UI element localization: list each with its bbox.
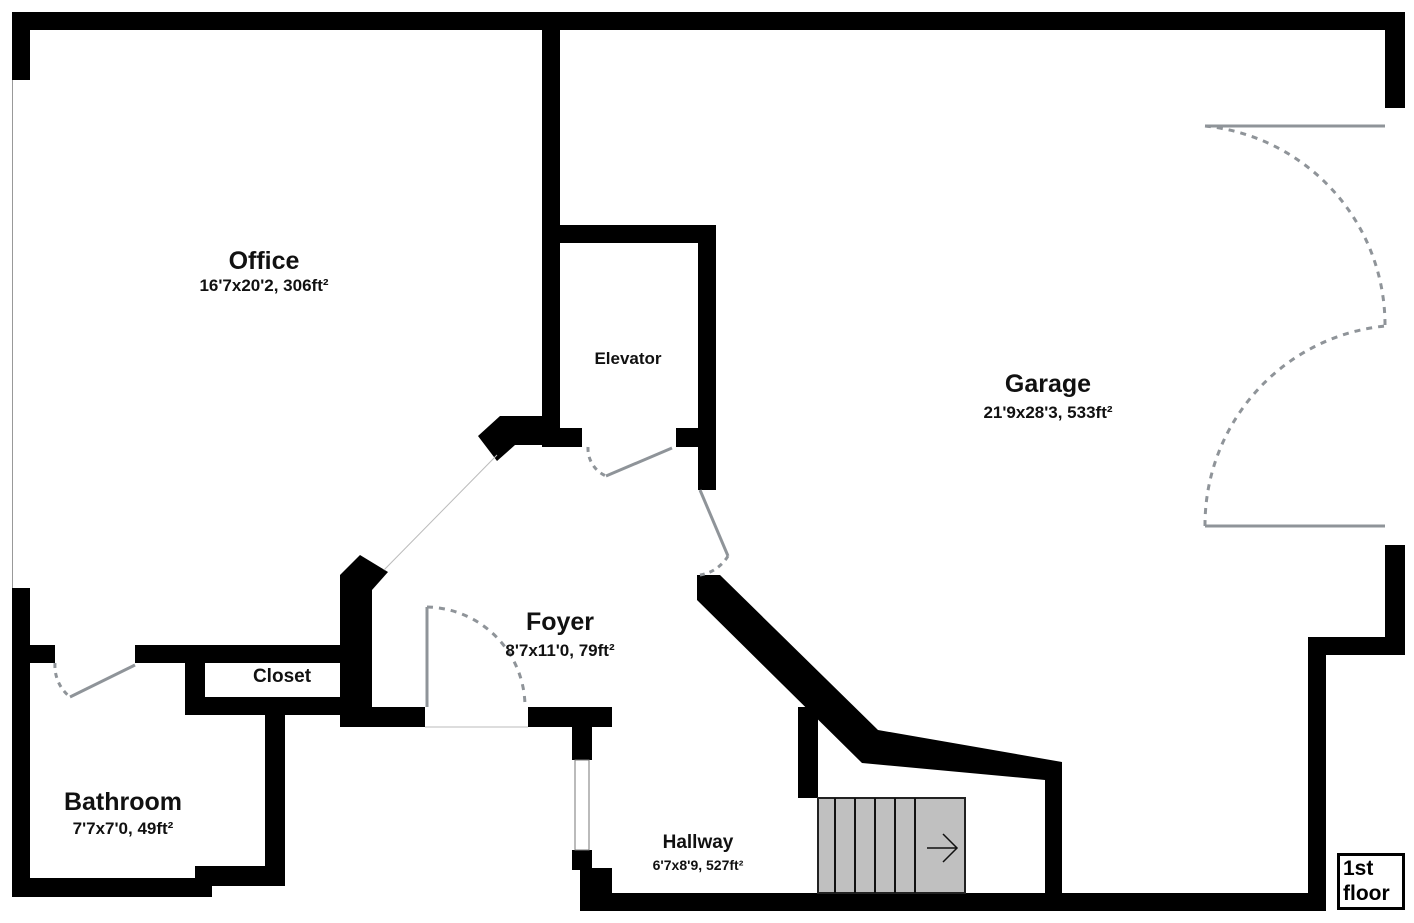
stairs bbox=[817, 797, 966, 894]
room-foyer: Foyer 8'7x11'0, 79ft² bbox=[505, 608, 614, 661]
room-name: Closet bbox=[252, 666, 312, 687]
room-dims: 8'7x11'0, 79ft² bbox=[505, 641, 615, 660]
walls bbox=[12, 12, 1405, 911]
room-dims: 7'7x7'0, 49ft² bbox=[72, 819, 174, 838]
doors bbox=[53, 124, 1387, 708]
room-elevator: Elevator bbox=[594, 349, 661, 369]
window-line bbox=[12, 80, 13, 588]
window bbox=[574, 759, 590, 851]
room-name: Hallway bbox=[662, 832, 734, 853]
room-office: Office 16'7x20'2, 306ft² bbox=[199, 247, 328, 296]
room-name: Foyer bbox=[525, 608, 595, 636]
room-dims: 21'9x28'3, 533ft² bbox=[983, 403, 1113, 422]
room-dims: 16'7x20'2, 306ft² bbox=[199, 276, 329, 295]
room-hallway: Hallway 6'7x8'9, 527ft² bbox=[653, 832, 744, 873]
room-garage: Garage 21'9x28'3, 533ft² bbox=[983, 370, 1112, 423]
stairs-arrow-icon bbox=[927, 833, 959, 863]
room-name: Office bbox=[228, 247, 300, 275]
room-name: Garage bbox=[1004, 370, 1092, 398]
opening-line bbox=[383, 454, 498, 571]
room-dims: 6'7x8'9, 527ft² bbox=[652, 857, 744, 873]
room-name: Elevator bbox=[594, 349, 662, 368]
room-bathroom: Bathroom 7'7x7'0, 49ft² bbox=[64, 788, 182, 839]
room-name: Bathroom bbox=[63, 788, 183, 816]
room-closet: Closet bbox=[253, 666, 311, 688]
floor-label: 1st floor bbox=[1337, 853, 1405, 910]
